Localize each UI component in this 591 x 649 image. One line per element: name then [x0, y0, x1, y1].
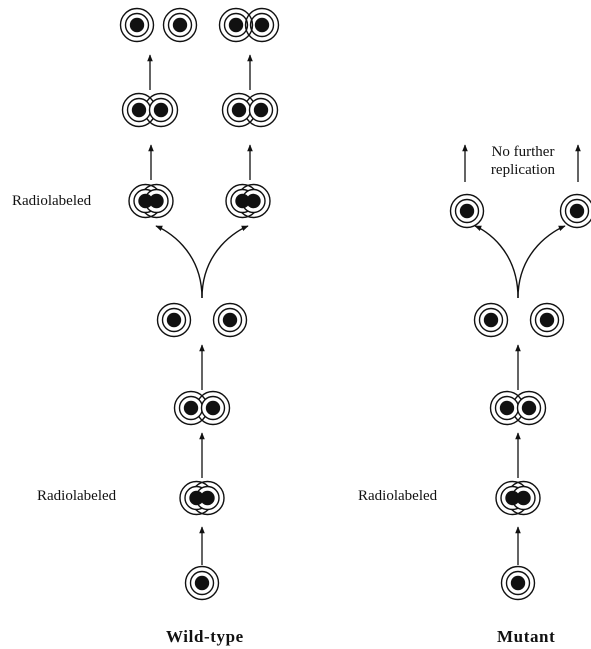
nucleus-right	[205, 400, 221, 416]
cell-outer-ring	[559, 193, 591, 229]
cell-nucleus	[254, 17, 270, 33]
mut-arrested-cell-left	[449, 193, 485, 229]
nucleus-left	[183, 400, 199, 416]
cell-outer-ring	[218, 7, 254, 43]
cell-inner-ring	[161, 307, 187, 333]
mut-daughter-left	[473, 302, 509, 338]
nucleus-right	[153, 102, 169, 118]
note-line-2: replication	[490, 162, 556, 178]
wt-right-top-right-cell	[244, 7, 280, 43]
wt-left-radiolabeled-pair	[128, 183, 174, 219]
wt-replicated-pair	[173, 390, 231, 426]
wildtype-lower-radiolabeled-label: Radiolabeled	[37, 488, 117, 504]
wt-branch-arrow-right	[201, 225, 249, 299]
nucleus-right	[200, 490, 215, 506]
no-further-replication-note: No further replication	[468, 143, 578, 179]
cell-inner-ring	[478, 307, 504, 333]
cell-nucleus	[194, 575, 210, 591]
wt-radiolabeled-pair	[179, 480, 225, 516]
mut-radiolabeled-pair	[495, 480, 541, 516]
cell-inner-ring	[534, 307, 560, 333]
cell-inner-ring	[564, 198, 590, 224]
cell-inner-ring	[167, 12, 193, 38]
mut-replicated-pair	[489, 390, 547, 426]
nucleus-right	[521, 400, 537, 416]
cell-nucleus	[510, 575, 526, 591]
nucleus-left	[231, 102, 247, 118]
cell-inner-ring	[505, 570, 531, 596]
cell-outer-ring	[212, 302, 248, 338]
cell-nucleus	[539, 312, 555, 328]
cell-outer-ring	[244, 7, 280, 43]
cell-inner-ring	[189, 570, 215, 596]
wildtype-title: Wild-type	[166, 627, 244, 646]
nucleus-left	[499, 400, 515, 416]
mut-branch-arrow-right	[517, 225, 566, 299]
nucleus-left	[505, 490, 520, 506]
cell-outer-ring	[473, 302, 509, 338]
cell-nucleus	[569, 203, 585, 219]
cell-outer-ring	[162, 7, 198, 43]
cell-inner-ring	[223, 12, 249, 38]
cell-nucleus	[483, 312, 499, 328]
cell-outer-ring	[449, 193, 485, 229]
cell-inner-ring	[217, 307, 243, 333]
cell-nucleus	[129, 17, 145, 33]
mut-arrested-cell-right	[559, 193, 591, 229]
wt-daughter-right	[212, 302, 248, 338]
nucleus-right	[253, 102, 269, 118]
wt-left-top-left-cell	[119, 7, 155, 43]
cell-nucleus	[228, 17, 244, 33]
wt-right-top-left-cell	[218, 7, 254, 43]
wt-daughter-left	[156, 302, 192, 338]
cell-outer-ring	[184, 565, 220, 601]
mut-founder-cell	[500, 565, 536, 601]
mut-daughter-right	[529, 302, 565, 338]
cell-outer-ring	[500, 565, 536, 601]
cell-nucleus	[166, 312, 182, 328]
cell-nucleus	[459, 203, 475, 219]
wt-founder-cell	[184, 565, 220, 601]
cell-inner-ring	[124, 12, 150, 38]
wt-left-replicated-pair	[121, 92, 179, 128]
mutant-title: Mutant	[497, 627, 556, 646]
wildtype-upper-radiolabeled-label: Radiolabeled	[12, 193, 92, 209]
cell-outer-ring	[119, 7, 155, 43]
wt-right-replicated-pair	[221, 92, 279, 128]
mut-branch-arrow-left	[474, 225, 519, 299]
mutant-lower-radiolabeled-label: Radiolabeled	[358, 488, 438, 504]
cell-outer-ring	[529, 302, 565, 338]
cell-nucleus	[172, 17, 188, 33]
nucleus-left	[189, 490, 204, 506]
cell-outer-ring	[156, 302, 192, 338]
cell-nucleus	[222, 312, 238, 328]
cell-inner-ring	[454, 198, 480, 224]
cell-inner-ring	[249, 12, 275, 38]
nucleus-right	[246, 193, 261, 209]
wt-right-radiolabeled-pair	[225, 183, 271, 219]
wt-branch-arrow-left	[155, 225, 203, 299]
wt-left-top-right-cell	[162, 7, 198, 43]
nucleus-left	[131, 102, 147, 118]
nucleus-right	[516, 490, 531, 506]
note-line-1: No further	[491, 144, 555, 160]
nucleus-right	[149, 193, 164, 209]
nucleus-left	[138, 193, 153, 209]
nucleus-left	[235, 193, 250, 209]
